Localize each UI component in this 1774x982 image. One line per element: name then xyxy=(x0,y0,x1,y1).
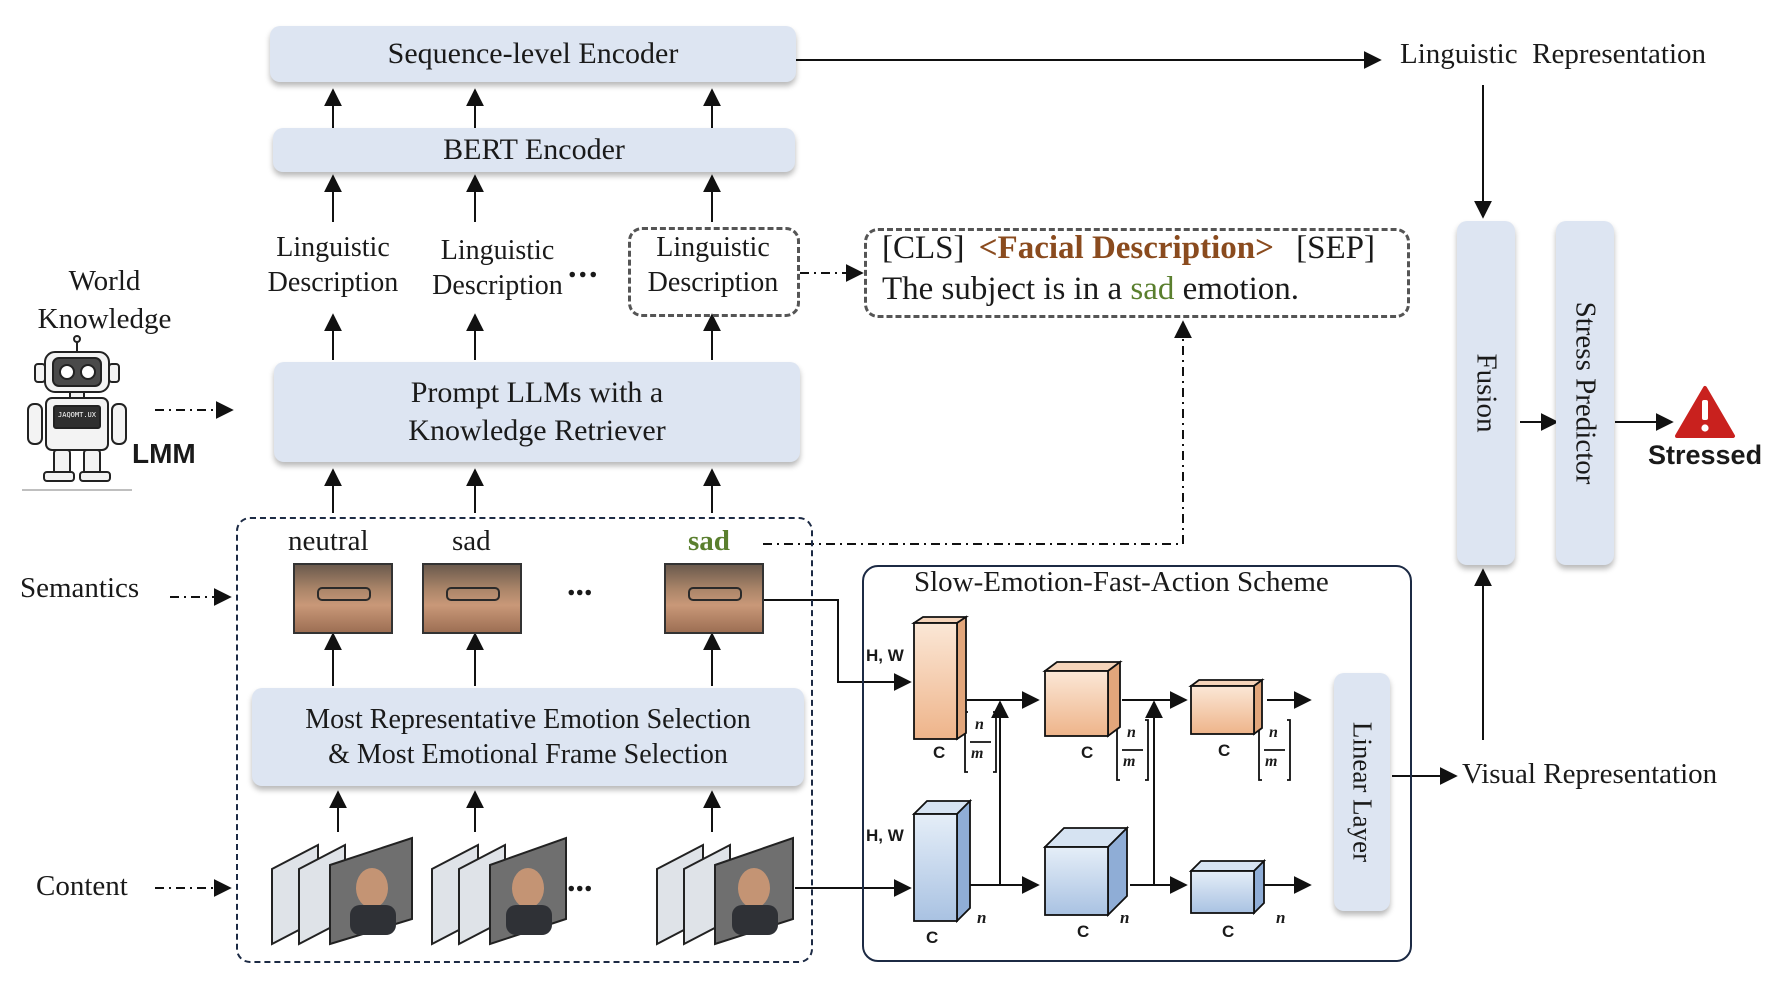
fraction-den-3: m xyxy=(1265,753,1278,770)
face-frame-2 xyxy=(422,563,522,634)
n-label-fast-1: n xyxy=(977,908,987,927)
stress-predictor-block xyxy=(1556,221,1614,565)
emotion-label-2: sad xyxy=(452,525,491,557)
fraction-num-1: n xyxy=(975,716,984,733)
emotion-label-1: neutral xyxy=(288,525,369,557)
fast-branch-blocks xyxy=(911,798,1267,924)
content-label: Content xyxy=(36,870,128,902)
frame-selection-box: Most Representative Emotion Selection & … xyxy=(252,688,804,786)
c-label-fast-3: C xyxy=(1222,922,1235,941)
cls-token: [CLS] xyxy=(882,230,965,266)
emotion-label-3: sad xyxy=(688,525,730,557)
facial-description-token: <Facial Description> xyxy=(978,230,1274,266)
c-label-slow-1: C xyxy=(933,743,946,762)
face-glasses-2 xyxy=(446,587,500,601)
linguistic-description-2: Linguistic Description xyxy=(432,235,563,301)
sentence-prefix: The subject is in a xyxy=(882,271,1123,307)
face-glasses-3 xyxy=(688,587,742,601)
linguistic-description-3-box xyxy=(628,227,800,317)
fraction-den-1: m xyxy=(971,745,984,762)
bert-encoder-label: BERT Encoder xyxy=(443,133,625,166)
linguistic-description-3: Linguistic Description xyxy=(647,232,779,298)
linguistic-representation-label: Linguistic Representation xyxy=(1400,38,1707,70)
face-glasses-1 xyxy=(317,587,371,601)
visual-representation-label: Visual Representation xyxy=(1462,758,1718,790)
linear-layer-label: Linear Layer xyxy=(1347,721,1378,863)
face-frame-1 xyxy=(293,563,393,634)
sentence-emotion: sad xyxy=(1130,271,1175,307)
slow-fast-scheme xyxy=(862,565,1412,962)
face-ellipsis: ... xyxy=(567,566,593,603)
hw-label-fast: H, W xyxy=(866,826,904,845)
linear-layer xyxy=(1334,673,1390,911)
robot-screen-text: JAQOMT.UX xyxy=(58,411,96,419)
fusion-block xyxy=(1457,221,1515,565)
hw-label-slow: H, W xyxy=(866,646,904,665)
linguistic-ellipsis: ... xyxy=(568,248,600,285)
sequence-encoder-label: Sequence-level Encoder xyxy=(387,37,679,70)
sep-token: [SEP] xyxy=(1296,230,1375,266)
c-label-fast-2: C xyxy=(1077,922,1090,941)
fraction-num-3: n xyxy=(1269,724,1278,741)
scheme-title: Slow-Emotion-Fast-Action Scheme xyxy=(914,566,1329,598)
fraction-num-2: n xyxy=(1127,724,1136,741)
sequence-level-encoder: Sequence-level Encoder xyxy=(270,26,796,82)
text-template-box xyxy=(864,228,1410,318)
c-label-slow-3: C xyxy=(1218,741,1231,760)
c-label-slow-2: C xyxy=(1081,743,1094,762)
fraction-den-2: m xyxy=(1123,753,1136,770)
fusion-label: Fusion xyxy=(1470,353,1503,433)
warning-icon xyxy=(1675,386,1735,438)
sentence-suffix: emotion. xyxy=(1182,271,1300,307)
bert-encoder: BERT Encoder xyxy=(273,128,795,172)
stress-predictor-label: Stress Predictor xyxy=(1569,301,1602,485)
face-frame-3 xyxy=(664,563,764,634)
content-region xyxy=(236,517,813,963)
robot-icon xyxy=(22,335,132,491)
n-label-fast-3: n xyxy=(1276,908,1286,927)
n-label-fast-2: n xyxy=(1120,908,1130,927)
lmm-label: LMM xyxy=(132,438,196,469)
slow-branch-blocks xyxy=(911,615,1265,741)
linguistic-description-1: Linguistic Description xyxy=(267,232,399,298)
c-label-fast-1: C xyxy=(926,928,939,947)
template-line-2: The subject is in a sad emotion. xyxy=(882,271,1299,308)
frames-ellipsis: ... xyxy=(567,862,593,899)
prompt-llm-box: Prompt LLMs with a Knowledge Retriever xyxy=(274,362,800,462)
semantics-label: Semantics xyxy=(20,572,140,604)
stressed-label: Stressed xyxy=(1648,440,1763,470)
world-knowledge-label: World Knowledge xyxy=(37,265,172,335)
template-line-1: [CLS] <Facial Description> [SEP] xyxy=(882,230,1375,267)
video-faces xyxy=(350,868,778,935)
